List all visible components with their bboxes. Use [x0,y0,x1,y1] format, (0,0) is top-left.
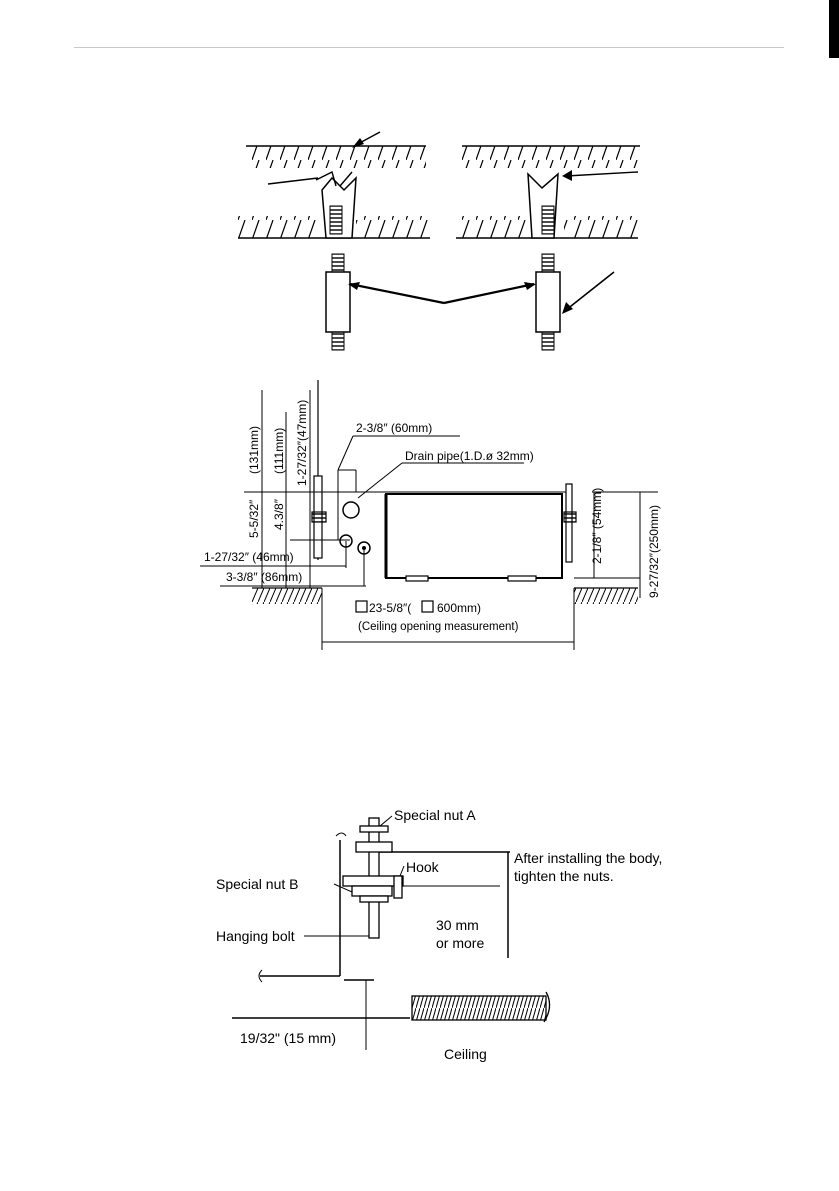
page-tab-marker [829,0,839,58]
hanging-bolt-label: Hanging bolt [216,928,295,944]
hook-label: Hook [406,859,440,875]
square-symbol-2 [421,600,434,613]
left-leader [267,177,319,185]
dim-46mm: 1-27/32″ (46mm) [204,550,294,564]
dim-15mm-label: 19/32" (15 mm) [240,1030,336,1046]
dim-4-3-8: 4.3/8″ [272,498,286,530]
dim-111mm: (111mm) [272,428,286,474]
after-install-line-2: tighten the nuts. [514,868,614,884]
right-hanging-rod [563,483,577,563]
right-leader [565,171,639,177]
left-hanging-rod [311,380,327,560]
right-slab [456,145,640,239]
special-nut-b-label: Special nut B [216,876,299,892]
drain-pipe-circle [342,501,360,519]
dim-86mm: 3-3/8″ (86mm) [226,570,302,584]
dimension-lines [200,390,658,598]
left-bolt-sleeve [325,253,351,351]
dim-250mm: 9-27/32″(250mm) [647,505,661,598]
opening-measure-b: 600mm) [437,601,481,615]
left-anchor-expanded [315,170,357,239]
gap-30mm-line-2: or more [436,935,484,951]
sleeve-leaders [349,271,615,311]
leaders [304,815,405,937]
dim-60mm: 2-3/8″ (60mm) [356,421,432,435]
ceiling-right [574,587,638,604]
dim-47mm: 1-27/32″(47mm) [295,400,309,486]
header-rule [74,47,784,48]
ceiling-board [411,991,551,1023]
dim-131mm: (131mm) [247,426,261,474]
right-anchor-wedge [527,172,559,239]
opening-measure-a: 23-5/8″( [369,601,411,615]
special-nut-a-label: Special nut A [394,807,476,823]
after-install-line-1: After installing the body, [514,850,662,866]
left-slab [238,145,430,239]
frame-lines [232,832,510,1050]
ceiling-label: Ceiling [444,1046,487,1062]
dim-5-5-32: 5-5/32″ [247,499,261,538]
hanging-bolt [342,817,404,939]
drain-pipe-label: Drain pipe(1.D.ø 32mm) [405,449,534,463]
unit-body [376,491,570,582]
square-symbol-1 [355,600,368,613]
opening-caption: (Ceiling opening measurement) [358,621,519,633]
gap-30mm-line-1: 30 mm [436,917,479,933]
right-bolt-sleeve [535,253,561,351]
dim-54mm: 2-1/8″ (54mm) [590,488,604,564]
